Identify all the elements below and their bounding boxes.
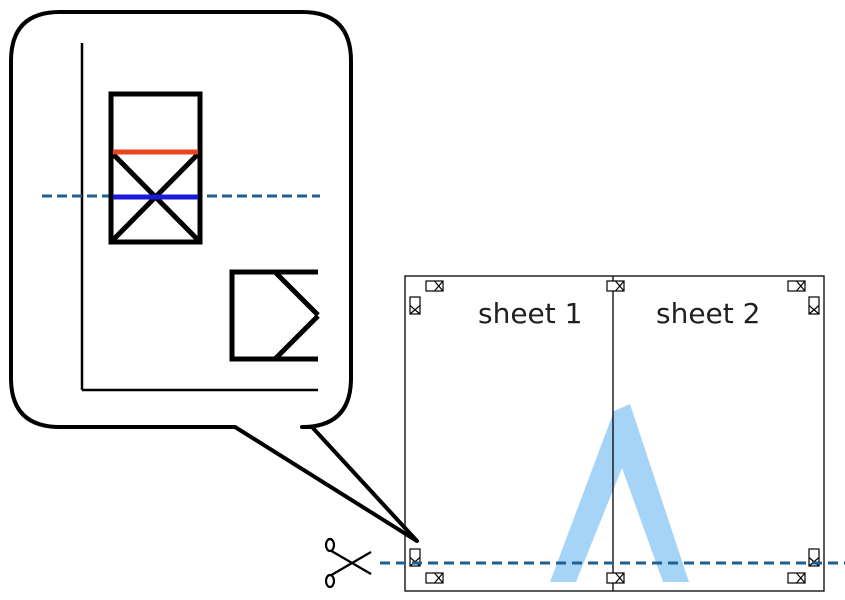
crossed-box-mark-icon: [229, 269, 320, 362]
crossed-box-mark-icon: [409, 296, 421, 315]
crossed-box-mark-icon: [606, 572, 625, 584]
callout-bubble: [9, 10, 419, 543]
crossed-box-mark-icon: [606, 280, 625, 292]
crossed-box-mark-icon: [425, 572, 444, 584]
sheet-outline: [404, 275, 825, 592]
printed-image: [550, 404, 689, 582]
sheet-2-label: sheet 2: [656, 297, 760, 330]
crossed-box-mark-icon: [787, 280, 806, 292]
scissors-icon: [324, 537, 372, 589]
sheet-1-label: sheet 1: [478, 297, 582, 330]
crossed-box-mark-icon: [425, 280, 444, 292]
crossed-box-mark-icon: [808, 296, 820, 315]
image-shape-a: [550, 404, 689, 582]
crossed-box-mark-icon: [787, 572, 806, 584]
crossed-box-mark-icon: [108, 91, 203, 245]
magnified-corner: [42, 43, 320, 392]
